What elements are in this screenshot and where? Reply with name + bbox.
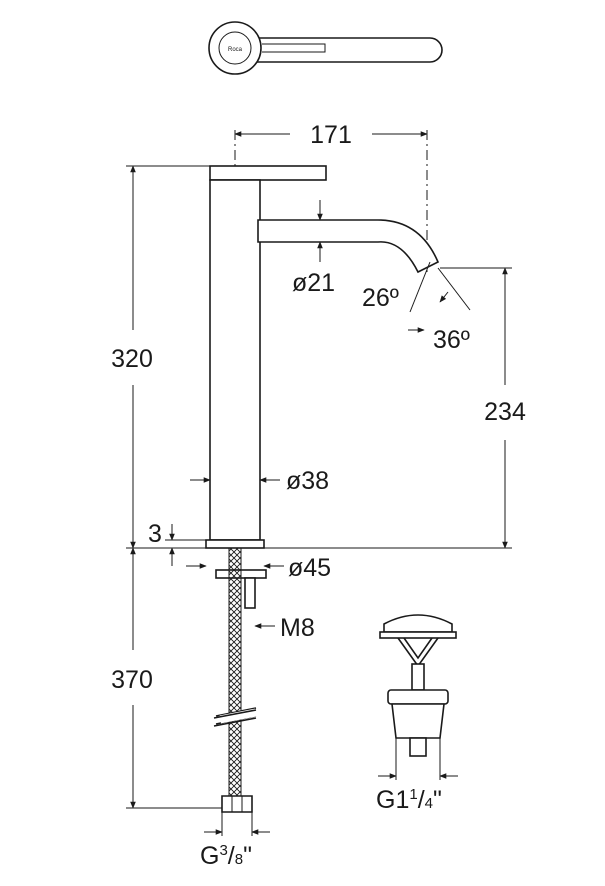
braided-hose (228, 547, 242, 797)
top-view-slot (262, 43, 326, 53)
logo: Roca (228, 47, 243, 53)
faucet-base-ring (205, 539, 265, 549)
label-370: 370 (111, 666, 153, 694)
dimensions (126, 131, 512, 836)
label-d21: ø21 (292, 269, 335, 297)
label-171: 171 (310, 121, 352, 149)
waste-flange (379, 631, 457, 639)
hose-break-lines (213, 709, 257, 727)
waste-body-top (387, 689, 449, 705)
waste-body (391, 703, 445, 739)
label-g38: G3/8" (200, 842, 252, 870)
angle-line (437, 267, 471, 311)
label-3: 3 (148, 520, 162, 548)
top-view-handle (231, 37, 443, 63)
label-d45: ø45 (288, 554, 331, 582)
hose-nut (221, 795, 253, 813)
top-view-body (208, 21, 262, 75)
label-g114: G11/4" (376, 786, 442, 814)
faucet-elevation (205, 130, 440, 813)
label-d38: ø38 (286, 467, 329, 495)
dimension-labels: 171 320 370 234 ø21 26º 36º ø38 3 ø45 M8… (111, 121, 526, 870)
top-view-cap (218, 31, 252, 65)
waste-valve (379, 614, 457, 757)
label-234: 234 (484, 398, 526, 426)
faucet-lever (209, 165, 327, 181)
label-320: 320 (111, 345, 153, 373)
waste-cap (383, 614, 453, 633)
faucet-spout (257, 219, 440, 274)
waste-spring (397, 637, 439, 668)
waste-stem (411, 663, 425, 691)
top-view: Roca (208, 21, 443, 75)
label-m8: M8 (280, 614, 315, 642)
threaded-rod (244, 577, 256, 609)
waste-outlet (409, 737, 427, 757)
label-26deg: 26º (362, 284, 399, 312)
label-36deg: 36º (433, 326, 470, 354)
faucet-body (209, 179, 261, 541)
